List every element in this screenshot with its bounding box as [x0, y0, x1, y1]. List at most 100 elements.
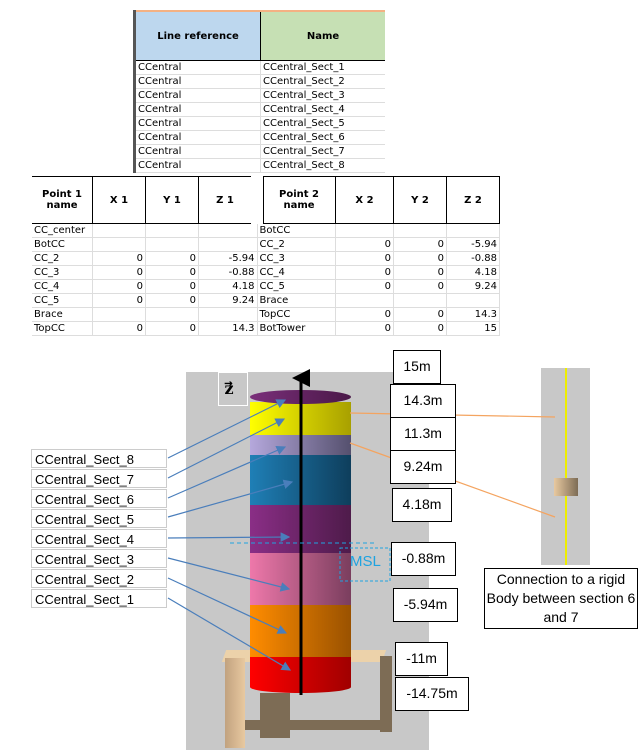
line-ref-cell: CCentral — [134, 158, 261, 173]
table-cell: 0 — [335, 307, 394, 322]
table-cell: Brace — [32, 307, 93, 322]
name-cell: CCentral_Sect_1 — [260, 60, 385, 75]
table-cell — [198, 223, 258, 238]
table-cell: -0.88 — [446, 251, 500, 266]
table-cell — [335, 293, 394, 308]
section-label: CCentral_Sect_6 — [31, 489, 167, 508]
brace-leg — [225, 658, 245, 748]
table-cell: CC_3 — [32, 265, 93, 280]
z-axis-label: ⃗z — [218, 372, 248, 406]
table-cell: 0 — [145, 293, 199, 308]
column-header: X 2 — [335, 176, 394, 224]
table-cell: BotTower — [257, 321, 336, 336]
table-cell: 0 — [393, 307, 447, 322]
table-cell: 0 — [145, 251, 199, 266]
table-cell: 0 — [145, 321, 199, 336]
name-cell: CCentral_Sect_3 — [260, 88, 385, 103]
line-ref-cell: CCentral — [134, 144, 261, 159]
line-ref-cell: CCentral — [134, 88, 261, 103]
table-cell: -5.94 — [198, 251, 258, 266]
level-label: 15m — [393, 350, 441, 384]
column-header: X 1 — [92, 176, 146, 224]
table-cell — [92, 223, 146, 238]
column-header: Y 1 — [145, 176, 199, 224]
line-ref-cell: CCentral — [134, 116, 261, 131]
table-cell: 0 — [393, 251, 447, 266]
table-cell: 0 — [393, 237, 447, 252]
table-cell: 0 — [335, 237, 394, 252]
table-cell: CC_4 — [32, 279, 93, 294]
brace-leg — [380, 656, 392, 732]
table-cell: 0 — [92, 251, 146, 266]
line-ref-cell: CCentral — [134, 102, 261, 117]
level-label: 9.24m — [390, 450, 456, 484]
table-cell: TopCC — [32, 321, 93, 336]
rigid-body-block — [554, 478, 578, 496]
table-cell — [446, 223, 500, 238]
name-cell: CCentral_Sect_4 — [260, 102, 385, 117]
level-label: -0.88m — [391, 542, 456, 576]
table-cell: -5.94 — [446, 237, 500, 252]
level-label: 14.3m — [390, 384, 456, 418]
table-cell — [335, 223, 394, 238]
level-label: 4.18m — [392, 488, 452, 522]
table-cell: TopCC — [257, 307, 336, 322]
table-cell: 0 — [335, 265, 394, 280]
column-header: Point 1 name — [32, 176, 93, 224]
name-cell: CCentral_Sect_6 — [260, 130, 385, 145]
table-cell — [92, 237, 146, 252]
side-render — [541, 368, 590, 565]
table-cell: -0.88 — [198, 265, 258, 280]
table-cell: CC_5 — [257, 279, 336, 294]
table-cell: 14.3 — [198, 321, 258, 336]
table-cell: CC_2 — [32, 251, 93, 266]
section-label: CCentral_Sect_5 — [31, 509, 167, 528]
table-cell: CC_2 — [257, 237, 336, 252]
section-label: CCentral_Sect_4 — [31, 529, 167, 548]
table-cell — [145, 307, 199, 322]
name-cell: CCentral_Sect_2 — [260, 74, 385, 89]
level-label: -5.94m — [393, 588, 458, 622]
column-header: Y 2 — [393, 176, 447, 224]
line-ref-cell: CCentral — [134, 130, 261, 145]
table-cell: 0 — [92, 321, 146, 336]
table-cell — [198, 307, 258, 322]
name-cell: CCentral_Sect_5 — [260, 116, 385, 131]
line-ref-cell: CCentral — [134, 74, 261, 89]
table-cell — [393, 223, 447, 238]
column-header: Z 1 — [198, 176, 258, 224]
table-cell: Brace — [257, 293, 336, 308]
section-label: CCentral_Sect_7 — [31, 469, 167, 488]
level-label: -14.75m — [395, 677, 469, 711]
rigid-body-note: Connection to a rigid Body between secti… — [484, 568, 638, 629]
table-cell: 0 — [92, 293, 146, 308]
table-cell: 0 — [92, 265, 146, 280]
table-cell: 0 — [335, 321, 394, 336]
header-name: Name — [260, 11, 385, 61]
header-line-reference: Line reference — [134, 11, 261, 61]
table-cell — [145, 223, 199, 238]
table-cell — [198, 237, 258, 252]
table-cell: 4.18 — [446, 265, 500, 280]
table-cell — [393, 293, 447, 308]
name-cell: CCentral_Sect_7 — [260, 144, 385, 159]
section-label: CCentral_Sect_3 — [31, 549, 167, 568]
table-cell: BotCC — [257, 223, 336, 238]
table-cell: 0 — [393, 265, 447, 280]
table-cell — [92, 307, 146, 322]
table-cell — [145, 237, 199, 252]
table-cell: 0 — [393, 279, 447, 294]
